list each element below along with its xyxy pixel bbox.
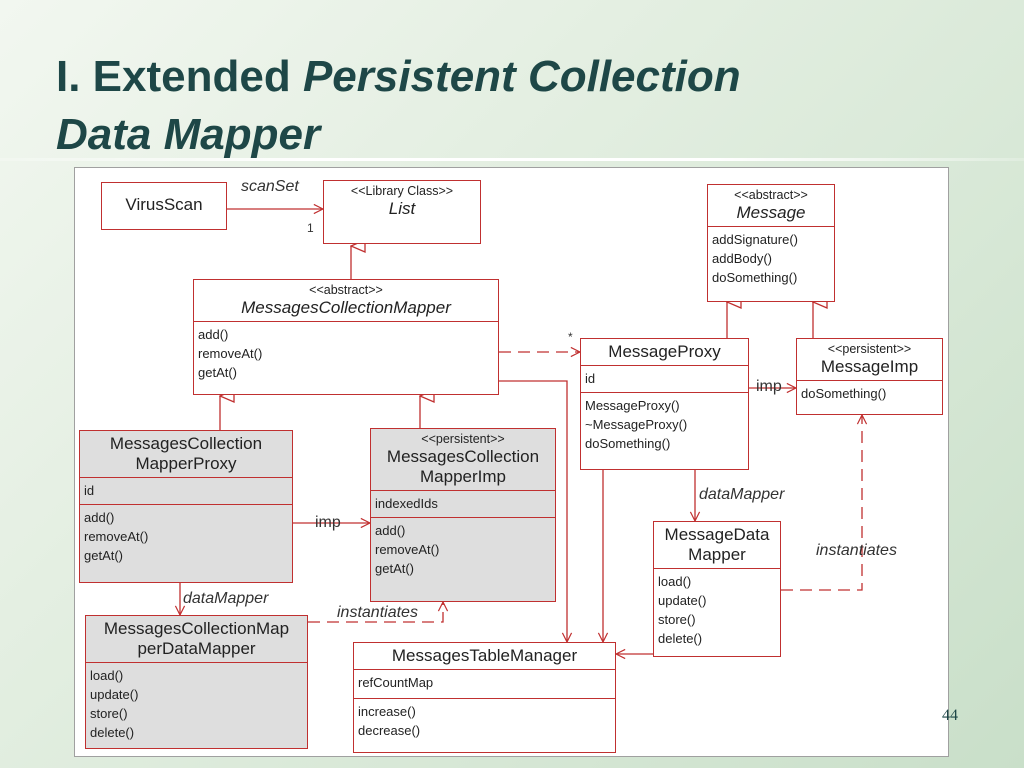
attribute: indexedIds bbox=[375, 496, 438, 511]
class-stereotype: <<abstract>> bbox=[309, 283, 383, 297]
class-name: VirusScan bbox=[125, 195, 203, 214]
class-list[interactable]: <<Library Class>> List bbox=[323, 180, 481, 244]
methods-section: add() removeAt() getAt() bbox=[194, 321, 498, 385]
label-datamapper-right: dataMapper bbox=[699, 486, 785, 503]
methods-section: load() update() store() delete() bbox=[86, 662, 307, 745]
title-prefix: I. Extended bbox=[56, 52, 303, 101]
method: getAt() bbox=[84, 548, 124, 563]
method: add() bbox=[375, 523, 406, 538]
methods-section: add() removeAt() getAt() bbox=[80, 504, 292, 568]
method: ~MessageProxy() bbox=[585, 417, 688, 432]
method: update() bbox=[90, 687, 139, 702]
method: MessageProxy() bbox=[585, 398, 680, 413]
method: load() bbox=[90, 668, 124, 683]
method: store() bbox=[90, 706, 128, 721]
class-name: MessagesCollectionMapper bbox=[241, 298, 451, 317]
class-name-line1: MessageData bbox=[664, 525, 770, 544]
method: update() bbox=[658, 593, 707, 608]
method: delete() bbox=[90, 725, 135, 740]
class-stereotype: <<abstract>> bbox=[734, 188, 808, 202]
class-name-line2: Mapper bbox=[688, 545, 746, 564]
class-name-line1: MessagesCollection bbox=[109, 434, 263, 453]
methods-section: load() update() store() delete() bbox=[654, 568, 780, 651]
class-virus-scan[interactable]: VirusScan bbox=[101, 182, 227, 230]
method: store() bbox=[658, 612, 696, 627]
title-line2: Data Mapper bbox=[56, 110, 321, 159]
attributes-section: indexedIds bbox=[371, 490, 555, 517]
title-emphasis: Persistent Collection bbox=[302, 52, 741, 101]
class-name-line2: perDataMapper bbox=[137, 639, 256, 658]
class-messages-collection-mapper-data-mapper[interactable]: MessagesCollectionMap perDataMapper load… bbox=[85, 615, 308, 749]
class-stereotype: <<persistent>> bbox=[421, 432, 505, 446]
class-message-imp[interactable]: <<persistent>> MessageImp doSomething() bbox=[796, 338, 943, 415]
attribute: refCountMap bbox=[358, 675, 434, 690]
label-multiplicity-star: * bbox=[568, 330, 573, 344]
class-name: MessageImp bbox=[820, 357, 919, 376]
class-messages-collection-mapper[interactable]: <<abstract>> MessagesCollectionMapper ad… bbox=[193, 279, 499, 395]
class-message[interactable]: <<abstract>> Message addSignature() addB… bbox=[707, 184, 835, 302]
method: add() bbox=[198, 327, 229, 342]
method: doSomething() bbox=[712, 270, 798, 285]
label-datamapper-left: dataMapper bbox=[183, 590, 269, 607]
method: delete() bbox=[658, 631, 703, 646]
method: getAt() bbox=[375, 561, 415, 576]
methods-section: doSomething() bbox=[797, 380, 942, 406]
class-name: Message bbox=[736, 203, 806, 222]
attributes-section: id bbox=[581, 365, 748, 392]
attribute: id bbox=[585, 371, 596, 386]
method: doSomething() bbox=[801, 386, 887, 401]
dep-instantiates-left bbox=[308, 602, 443, 623]
class-name-line1: MessagesCollection bbox=[386, 447, 540, 466]
label-instantiates-left: instantiates bbox=[337, 604, 418, 621]
label-multiplicity-one: 1 bbox=[307, 221, 314, 235]
class-stereotype: <<persistent>> bbox=[827, 342, 912, 356]
dep-instantiates-right bbox=[781, 415, 862, 591]
class-name: MessagesTableManager bbox=[391, 646, 578, 665]
uml-diagram: scanSet 1 * imp dataMapper instantiates … bbox=[74, 167, 949, 757]
title-divider bbox=[0, 158, 1024, 161]
label-instantiates-right: instantiates bbox=[816, 542, 897, 559]
class-name-line1: MessagesCollectionMap bbox=[103, 619, 290, 638]
class-stereotype: <<Library Class>> bbox=[350, 184, 454, 198]
attributes-section: refCountMap bbox=[354, 669, 615, 698]
method: addBody() bbox=[712, 251, 772, 266]
method: increase() bbox=[358, 704, 416, 719]
label-imp-left: imp bbox=[315, 514, 341, 531]
class-messages-table-manager[interactable]: MessagesTableManager refCountMap increas… bbox=[353, 642, 616, 753]
page-number: 44 bbox=[942, 707, 958, 724]
method: removeAt() bbox=[375, 542, 440, 557]
label-imp-right: imp bbox=[756, 378, 782, 395]
class-message-data-mapper[interactable]: MessageData Mapper load() update() store… bbox=[653, 521, 781, 657]
class-message-proxy[interactable]: MessageProxy id MessageProxy() ~MessageP… bbox=[580, 338, 749, 470]
class-name: MessageProxy bbox=[608, 342, 721, 361]
method: decrease() bbox=[358, 723, 421, 738]
method: removeAt() bbox=[198, 346, 263, 361]
label-scanset: scanSet bbox=[241, 178, 299, 195]
class-name: List bbox=[388, 199, 416, 218]
attribute: id bbox=[84, 483, 95, 498]
attributes-section: id bbox=[80, 477, 292, 504]
methods-section: MessageProxy() ~MessageProxy() doSomethi… bbox=[581, 392, 748, 456]
class-messages-collection-mapper-proxy[interactable]: MessagesCollection MapperProxy id add() … bbox=[79, 430, 293, 583]
method: addSignature() bbox=[712, 232, 798, 247]
methods-section: add() removeAt() getAt() bbox=[371, 517, 555, 581]
class-messages-collection-mapper-imp[interactable]: <<persistent>> MessagesCollection Mapper… bbox=[370, 428, 556, 602]
methods-section: increase() decrease() bbox=[354, 698, 615, 743]
methods-section: addSignature() addBody() doSomething() bbox=[708, 226, 834, 290]
method: removeAt() bbox=[84, 529, 149, 544]
method: load() bbox=[658, 574, 692, 589]
class-name-line2: MapperProxy bbox=[135, 454, 237, 473]
method: doSomething() bbox=[585, 436, 671, 451]
class-name-line2: MapperImp bbox=[420, 467, 506, 486]
method: getAt() bbox=[198, 365, 238, 380]
connector-lines bbox=[75, 168, 950, 758]
method: add() bbox=[84, 510, 115, 525]
assoc-mcm-table bbox=[499, 380, 567, 642]
